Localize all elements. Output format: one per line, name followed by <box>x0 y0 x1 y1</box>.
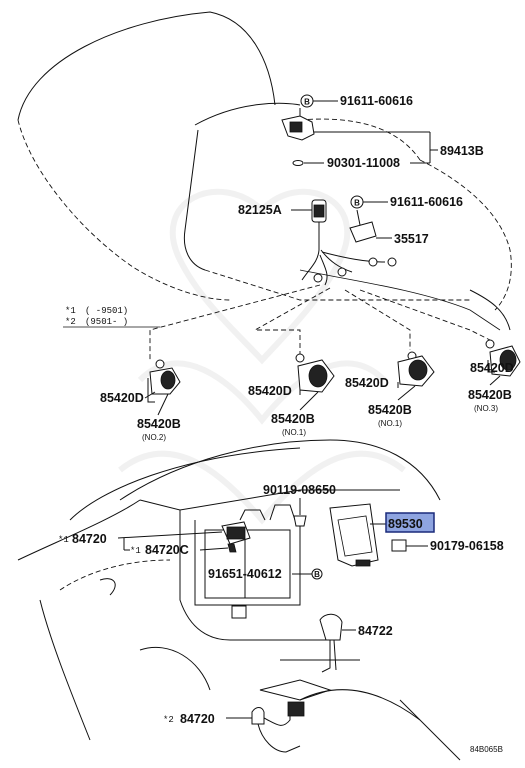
nut-90179: 90179-06158 <box>391 539 504 553</box>
bolt-b-marker-3: B <box>314 570 320 579</box>
bracket-35517: 35517 <box>349 209 429 246</box>
label-no2: (NO.2) <box>142 433 166 442</box>
watermark-logo <box>118 188 406 525</box>
bolt-91611-mid: B 91611-60616 <box>350 195 463 209</box>
label-84720-b: 84720 <box>180 712 215 726</box>
label-89530: 89530 <box>388 517 423 531</box>
connector-82125a: 82125A <box>238 199 397 286</box>
sensor-89413b: 89413B 90301-11008 <box>281 108 484 170</box>
label-35517: 35517 <box>394 232 429 246</box>
label-84722: 84722 <box>358 624 393 638</box>
label-85420b-4: 85420B <box>468 388 512 402</box>
highlight-89530 <box>385 512 435 533</box>
sensor-85420-no2: 85420D 85420B (NO.2) <box>100 359 181 442</box>
bolt-b-marker-2: B <box>354 199 360 208</box>
sensor-85420-no3: 85420D 85420B (NO.3) <box>468 339 521 413</box>
bolt-91611-top: B 91611-60616 <box>300 94 413 108</box>
label-85420d-3: 85420D <box>345 376 389 390</box>
diagram-code: 84B065B <box>470 745 503 754</box>
label-no3: (NO.3) <box>474 404 498 413</box>
label-85420d-4: 85420D <box>470 361 514 375</box>
label-91651-40612: 91651-40612 <box>208 567 282 581</box>
bolt-91651: 91651-40612 B <box>208 567 323 581</box>
switch-84720-lower: *2 84720 <box>163 701 305 753</box>
sensor-85420-no1-a: 85420D 85420B (NO.1) <box>248 353 335 437</box>
legend: *1 ( -9501) *2 (9501- ) <box>63 306 160 328</box>
legend-mark-1: *1 <box>65 306 76 316</box>
label-90301-11008: 90301-11008 <box>327 156 400 170</box>
label-no1-a: (NO.1) <box>282 428 306 437</box>
harness-leaders <box>149 269 501 360</box>
clip-90119: 90119-08650 <box>263 483 336 527</box>
label-85420b-2: 85420B <box>271 412 315 426</box>
legend-text-1: ( -9501) <box>85 306 128 316</box>
label-no1-b: (NO.1) <box>378 419 402 428</box>
star1-marker-b: *1 <box>130 546 141 556</box>
airbag-sensor-89530: 89530 <box>329 503 435 567</box>
switch-84720: *1 84720 *1 84720C <box>58 521 251 557</box>
legend-text-2: (9501- ) <box>85 317 128 327</box>
label-82125a: 82125A <box>238 203 282 217</box>
bracket-84722: 84722 <box>319 613 393 673</box>
label-85420d-2: 85420D <box>248 384 292 398</box>
star2-marker: *2 <box>163 715 174 725</box>
star1-marker-a: *1 <box>58 535 69 545</box>
label-90179-06158: 90179-06158 <box>430 539 504 553</box>
legend-mark-2: *2 <box>65 317 76 327</box>
label-89413b: 89413B <box>440 144 484 158</box>
label-84720c: 84720C <box>145 543 189 557</box>
label-90119-08650: 90119-08650 <box>263 483 336 497</box>
label-85420d-1: 85420D <box>100 391 144 405</box>
label-91611-60616-top: 91611-60616 <box>340 94 413 108</box>
label-91611-60616-mid: 91611-60616 <box>390 195 463 209</box>
instrument-panel <box>17 439 461 761</box>
bolt-b-marker: B <box>304 98 310 107</box>
label-85420b-3: 85420B <box>368 403 412 417</box>
label-84720-a: 84720 <box>72 532 107 546</box>
label-85420b-1: 85420B <box>137 417 181 431</box>
sensor-85420-no1-b: 85420D 85420B (NO.1) <box>345 351 435 428</box>
vehicle-body-outline <box>17 11 512 331</box>
